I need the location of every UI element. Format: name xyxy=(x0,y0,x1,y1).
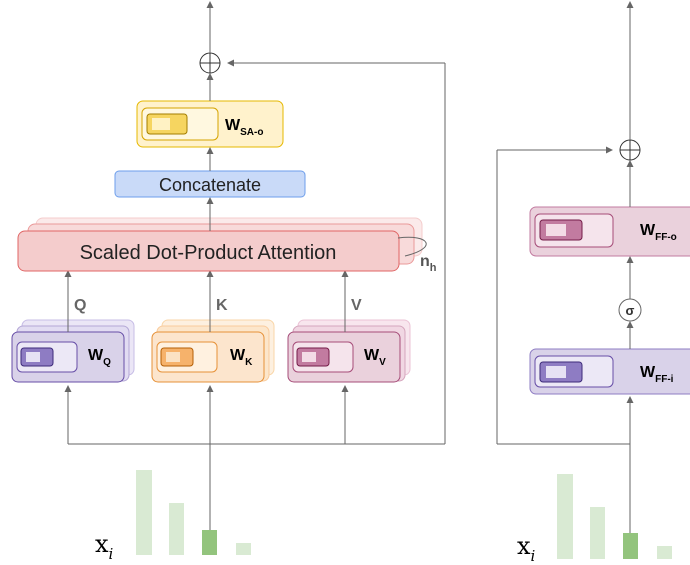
wsa-o-projection: WSA-o xyxy=(136,100,284,148)
input-bar xyxy=(657,546,672,559)
concatenate-box: Concatenate xyxy=(114,170,306,198)
wff-i-label: WFF-i xyxy=(640,364,674,385)
wv-projection: WV xyxy=(287,319,411,383)
attention-label: Scaled Dot-Product Attention xyxy=(80,242,337,264)
wk-projection: WK xyxy=(151,319,275,383)
wff-o-projection: WFF-o xyxy=(529,206,690,257)
activation-label: σ xyxy=(626,303,635,318)
input-bar xyxy=(236,543,251,555)
input-bar xyxy=(590,507,605,559)
wff-i-projection: WFF-i xyxy=(529,348,690,395)
ffn-add-icon xyxy=(619,139,641,161)
attention-block: xi WQ WK xyxy=(11,1,446,563)
ffn-input-label: xi xyxy=(517,532,536,565)
q-label: Q xyxy=(74,297,86,314)
k-label: K xyxy=(216,297,228,314)
wq-label: WQ xyxy=(88,347,111,368)
v-label: V xyxy=(351,297,362,314)
input-bar xyxy=(136,470,152,555)
activation-icon: σ xyxy=(618,298,642,322)
ffn-input-bars xyxy=(557,474,672,559)
attention-input-label: xi xyxy=(95,530,114,563)
wk-label: WK xyxy=(230,347,253,368)
heads-loop xyxy=(397,236,427,257)
attention-input-bars xyxy=(136,470,251,555)
wsa-o-label: WSA-o xyxy=(225,117,263,138)
input-bar-highlight xyxy=(623,533,638,559)
ffn-block: xi WFF-i σ WFF-o xyxy=(496,1,690,565)
attention-box: Scaled Dot-Product Attention nh xyxy=(17,217,437,274)
input-bar-highlight xyxy=(202,530,217,555)
heads-label: nh xyxy=(420,253,437,274)
input-bar xyxy=(557,474,573,559)
input-bar xyxy=(169,503,184,555)
wv-label: WV xyxy=(364,347,386,368)
attention-add-icon xyxy=(199,52,221,74)
wff-o-label: WFF-o xyxy=(640,222,677,243)
concatenate-label: Concatenate xyxy=(159,175,261,195)
wq-projection: WQ xyxy=(11,319,135,383)
